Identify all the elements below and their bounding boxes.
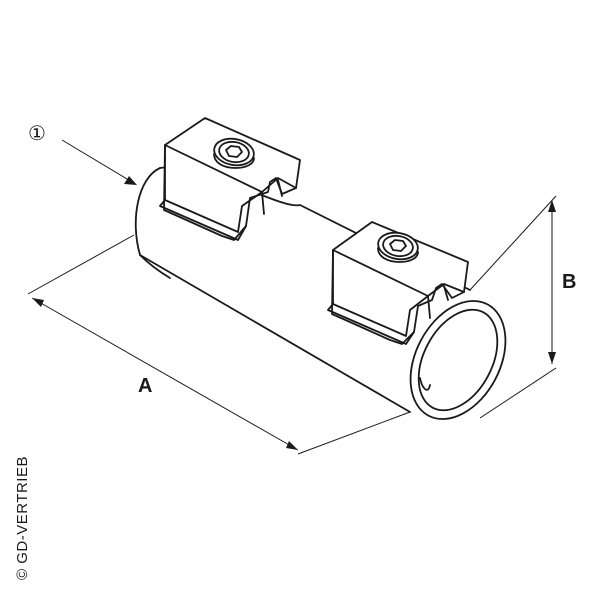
- clamp-2: [327, 221, 469, 345]
- screw-1: [213, 137, 255, 169]
- dimension-b-label: B: [562, 271, 576, 293]
- dimension-a-line: [31, 297, 299, 451]
- arrowheads: [32, 176, 556, 450]
- dimension-lines: [27, 139, 557, 455]
- callout-marker: ①: [28, 121, 46, 145]
- copyright-text: © GD-VERTRIEB: [14, 456, 31, 580]
- clamp-1: [159, 117, 301, 241]
- tube-end-opening: [409, 300, 507, 420]
- callout-leader: [61, 139, 133, 183]
- screw-2: [377, 231, 419, 263]
- dimension-a-label: A: [138, 375, 152, 397]
